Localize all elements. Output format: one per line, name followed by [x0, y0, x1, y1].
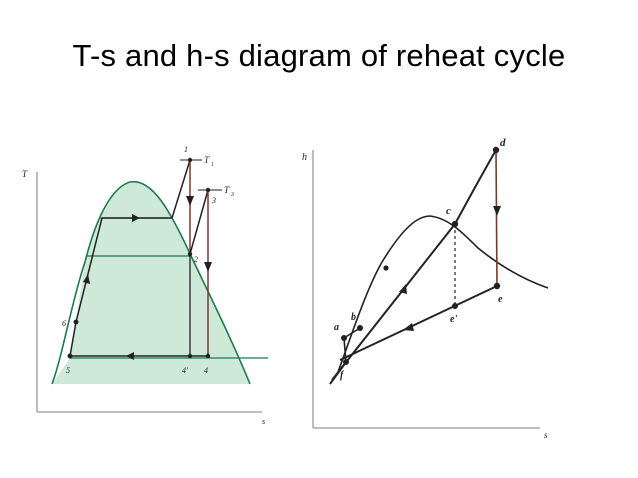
- ts-label-3: 3: [211, 196, 216, 205]
- hs-point-e: [493, 282, 501, 290]
- hs-line-e-f: [339, 285, 498, 361]
- ts-reheat-2-3: [189, 189, 209, 255]
- ts-saturation-dome: [51, 180, 251, 385]
- ts-arrow-condensation: [126, 352, 134, 360]
- ts-arrow-expansion-2: [204, 262, 212, 272]
- hs-point-dome-dot: [383, 265, 389, 271]
- hs-line-f-tail: [329, 361, 347, 385]
- hs-diagram: h s a b c d: [302, 137, 549, 440]
- hs-arrow-f-c: [399, 284, 407, 294]
- ts-point-6: [73, 319, 79, 325]
- hs-expansion-d-e: [495, 149, 498, 287]
- hs-label-c: c: [446, 205, 451, 217]
- ts-label-t1: T: [204, 155, 210, 165]
- ts-point-2: [187, 251, 193, 257]
- ts-label-6: 6: [62, 319, 66, 328]
- ts-point-5: [67, 353, 73, 359]
- hs-arrow-e-f: [403, 323, 414, 331]
- ts-arrow-heating: [83, 274, 90, 284]
- ts-label-4: 4: [204, 366, 208, 375]
- ts-label-t3-sub: 3: [230, 192, 234, 198]
- ts-label-1: 1: [184, 145, 188, 154]
- ts-superheat-line: [171, 159, 191, 219]
- ts-label-t1-sub: 1: [211, 162, 214, 168]
- ts-y-axis-label: T: [22, 169, 28, 179]
- hs-point-d: [492, 146, 500, 154]
- hs-line-c-d: [454, 149, 497, 225]
- hs-point-eprime: [452, 303, 458, 309]
- hs-label-b: b: [351, 312, 356, 323]
- ts-arrow-expansion-1: [186, 196, 194, 206]
- hs-label-d: d: [500, 137, 506, 149]
- hs-y-axis-label: h: [302, 152, 307, 163]
- hs-point-b: [357, 325, 363, 331]
- ts-diagram: T s: [22, 145, 268, 426]
- ts-point-3: [205, 187, 211, 193]
- hs-label-eprime: e': [450, 314, 457, 325]
- ts-point-4: [205, 353, 211, 359]
- ts-line-6-up: [75, 217, 103, 323]
- ts-label-t3: T: [224, 185, 230, 195]
- ts-x-axis-label: s: [262, 417, 265, 426]
- ts-point-4prime: [187, 353, 193, 359]
- hs-line-a-b: [343, 327, 361, 339]
- hs-point-c: [451, 220, 459, 228]
- ts-point-1: [187, 157, 193, 163]
- ts-label-2: 2: [194, 255, 198, 264]
- hs-x-axis-label: s: [544, 430, 548, 440]
- ts-dome-shading: [52, 181, 250, 384]
- hs-label-e: e: [498, 294, 503, 305]
- ts-line-5-6: [69, 321, 77, 357]
- ts-label-4prime: 4': [182, 366, 188, 375]
- hs-point-a: [341, 335, 347, 341]
- hs-saturation-dome: [337, 215, 549, 373]
- hs-point-f: [343, 359, 349, 365]
- hs-arrow-d-e: [493, 206, 501, 216]
- slide-title: T-s and h-s diagram of reheat cycle: [72, 38, 566, 73]
- hs-label-a: a: [334, 322, 339, 333]
- ts-label-5: 5: [66, 366, 70, 375]
- hs-label-f: f: [340, 370, 345, 381]
- hs-line-f-c: [331, 223, 456, 381]
- ts-arrow-evaporation: [132, 214, 140, 222]
